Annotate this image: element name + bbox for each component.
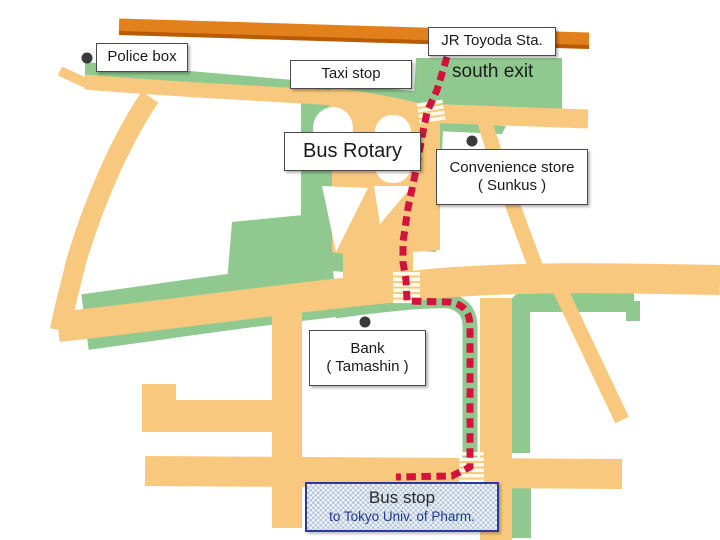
label-taxi-stop: Taxi stop xyxy=(290,60,412,89)
green-east-strip-lower xyxy=(508,486,531,538)
label-bus-stop-line1: Bus stop xyxy=(368,488,436,508)
label-bank: Bank ( Tamashin ) xyxy=(309,330,426,386)
rotary-island-wedge-right xyxy=(374,186,412,224)
label-taxi-stop-text: Taxi stop xyxy=(321,65,381,83)
label-jr-toyoda-station-text: JR Toyoda Sta. xyxy=(441,32,543,50)
bank-marker-dot xyxy=(359,316,371,328)
green-east-step xyxy=(626,301,640,321)
convenience-store-marker-dot xyxy=(466,135,478,147)
road-stub-west xyxy=(57,66,91,89)
label-bus-rotary: Bus Rotary xyxy=(284,132,421,171)
label-bank-line2: ( Tamashin ) xyxy=(326,358,409,375)
label-bank-line1: Bank xyxy=(350,339,385,357)
label-bus-stop-line2: to Tokyo Univ. of Pharm. xyxy=(329,509,475,525)
road-bottom-horizontal xyxy=(144,456,623,489)
label-south-exit: south exit xyxy=(452,61,534,82)
road-diagonal-lower xyxy=(550,279,629,424)
road-top-west xyxy=(84,74,336,106)
road-main-horizontal xyxy=(56,263,720,342)
poi-markers xyxy=(81,52,478,328)
green-east-strip xyxy=(508,290,634,453)
label-convenience-store-line2: ( Sunkus ) xyxy=(477,177,547,194)
green-south-exit-plaza xyxy=(414,58,562,117)
rotary-island-wedge-left xyxy=(322,186,368,252)
label-jr-toyoda-station: JR Toyoda Sta. xyxy=(428,27,556,56)
label-police-box-text: Police box xyxy=(107,48,177,66)
label-bus-rotary-text: Bus Rotary xyxy=(303,140,402,163)
label-bus-stop: Bus stop to Tokyo Univ. of Pharm. xyxy=(305,482,499,532)
road-west-curve xyxy=(50,91,159,332)
label-convenience-store: Convenience store ( Sunkus ) xyxy=(436,149,588,205)
police-box-marker-dot xyxy=(81,52,93,64)
label-police-box: Police box xyxy=(96,43,188,72)
label-convenience-store-line1: Convenience store xyxy=(449,158,575,176)
